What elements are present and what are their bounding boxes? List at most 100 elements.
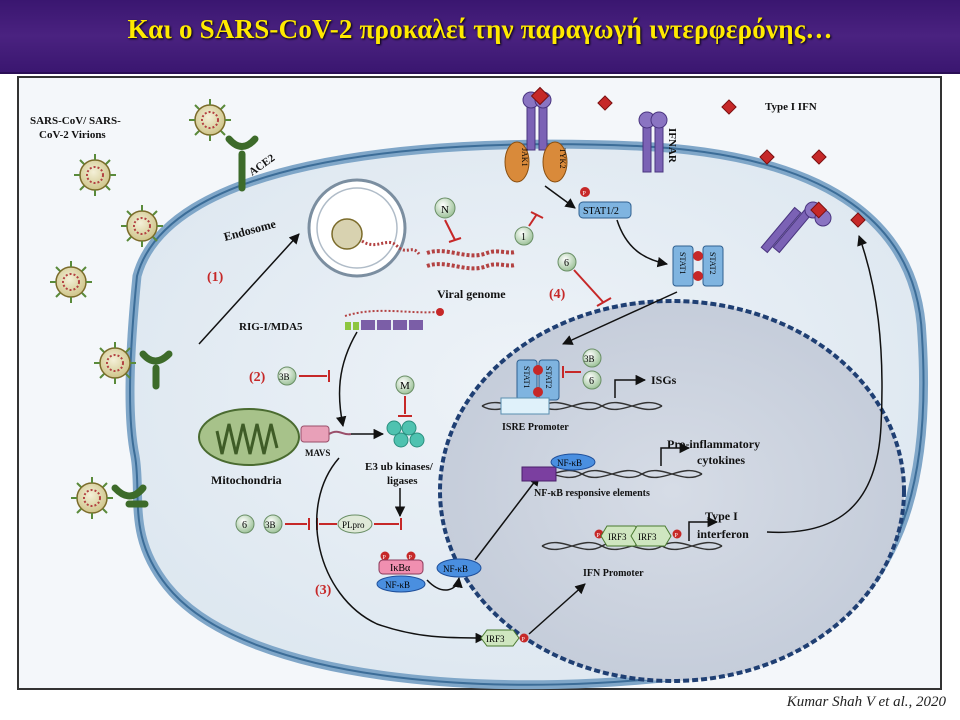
nfkb-label: NF-κB (385, 580, 410, 590)
irf3-nuclear-protein (630, 525, 672, 547)
virion-icon (121, 205, 163, 247)
ifn-promoter-label: IFN Promoter (583, 568, 644, 579)
endosome (307, 178, 421, 278)
stat2-label: STAT2 (708, 252, 717, 274)
proinflam-label: Pro-inflammatory cytokines (667, 437, 763, 467)
irf3-nuclear-label: IRF3 (638, 532, 657, 542)
virions-label-line: SARS-CoV/ SARS- (30, 115, 121, 127)
isre-promoter-box (500, 397, 550, 415)
e3-label: E3 ub kinases/ ligases (365, 461, 436, 487)
p-label: P (583, 191, 587, 197)
type1-interferon-label: Type I interferon (697, 509, 749, 541)
p-label: P (597, 533, 601, 539)
plpro-label: PLpro (342, 520, 365, 530)
protein-3b-label: 3B (584, 354, 595, 364)
protein-6-label: 6 (589, 376, 594, 387)
nfkb-elements-label: NF-κB responsive elements (534, 488, 650, 499)
p-label: P (675, 533, 679, 539)
step-3-label: (3) (315, 583, 332, 598)
e3-complex-icon (386, 420, 425, 448)
irf3-label: IRF3 (486, 634, 505, 644)
ifn-molecule-icon (597, 95, 866, 228)
protein-3b-label: 3B (279, 372, 290, 382)
nfkb-nuclear-protein (550, 453, 596, 471)
ifnar-receptor (760, 201, 832, 254)
stat12-label: STAT1/2 (583, 206, 619, 217)
viral-genome-label: Viral genome (437, 287, 506, 301)
proinflam-label-line: Pro-inflammatory (667, 437, 760, 451)
irf3-protein (480, 629, 520, 647)
pathway-diagram: ACE2 SARS-CoV/ SARS- CoV-2 Virions Endos… (30, 86, 929, 690)
citation: Kumar Shah V et al., 2020 (786, 694, 946, 710)
proinflam-label-line: cytokines (697, 453, 745, 467)
protein-3b-icon (582, 348, 602, 368)
p-label: P (409, 555, 413, 561)
p-label: P (522, 637, 526, 643)
type1-interferon-label-line: interferon (697, 527, 749, 541)
slide-title: Και ο SARS-CoV-2 προκαλεί την παραγωγή ι… (127, 14, 833, 44)
virions-label: SARS-CoV/ SARS- CoV-2 Virions (30, 115, 124, 141)
plpro-icon (337, 514, 373, 534)
tyk2-label: TYK2 (558, 148, 567, 168)
type1-ifn-label: Type I IFN (765, 101, 817, 113)
protein-6-icon (582, 370, 602, 390)
step-2-label: (2) (249, 370, 266, 385)
step-1-label: (1) (207, 270, 224, 285)
rig-label: RIG-I/MDA5 (239, 321, 303, 333)
step-4-label: (4) (549, 287, 566, 302)
stat1-label: STAT1 (522, 366, 531, 388)
m-protein-label: M (400, 380, 410, 392)
protein-3b-icon (277, 366, 297, 386)
e3-label-line: ligases (387, 475, 418, 487)
virion-icon (94, 342, 136, 384)
nfkb-nuclear-label: NF-κB (557, 458, 582, 468)
ifnar-label: IFNAR (666, 128, 678, 164)
nuclear-stat-complex (516, 359, 560, 401)
mavs-label: MAVS (305, 448, 330, 458)
protein-6-icon (235, 514, 255, 534)
title-bar: Και ο SARS-CoV-2 προκαλεί την παραγωγή ι… (0, 0, 960, 74)
mitochondria (198, 408, 300, 466)
ifnar-receptor (522, 86, 552, 151)
type1-interferon-label-line: Type I (705, 509, 738, 523)
rig-i-protein (344, 308, 444, 330)
protein-3b-icon (263, 514, 283, 534)
nfkb-responsive-element-box (521, 466, 557, 482)
ifnar-receptor (638, 111, 668, 173)
virion-icon (74, 154, 116, 196)
e3-label-line: E3 ub kinases/ (365, 461, 434, 473)
jak1-label: JAK1 (520, 148, 529, 167)
mavs-protein (300, 425, 352, 443)
isre-promoter-label: ISRE Promoter (502, 422, 569, 433)
m-protein-icon (395, 375, 415, 395)
ikba-label: IκBα (390, 563, 411, 574)
ace2-receptor-icon (111, 135, 259, 508)
protein-1-label: 1 (521, 232, 526, 243)
nucleus (438, 299, 906, 683)
irf3-nuclear-label: IRF3 (608, 532, 627, 542)
virions-label-line: CoV-2 Virions (39, 129, 106, 141)
n-protein-icon (434, 197, 456, 219)
protein-6-icon (557, 252, 577, 272)
nfkb-free-label: NF-κB (443, 564, 468, 574)
virion-icon (189, 99, 231, 141)
protein-1-icon (514, 226, 534, 246)
jak1-protein (504, 141, 530, 183)
n-protein-label: N (441, 204, 449, 216)
virion-icon (71, 477, 113, 519)
virion-icon (50, 261, 92, 303)
stat1-label: STAT1 (678, 252, 687, 274)
irf3-nuclear-protein (600, 525, 642, 547)
nfkb-protein (376, 575, 426, 593)
mitochondria-label: Mitochondria (211, 473, 282, 487)
p-label: P (383, 555, 387, 561)
protein-6-label: 6 (242, 520, 247, 531)
stat2-label: STAT2 (544, 366, 553, 388)
isgs-label: ISGs (651, 373, 677, 387)
viral-genome (426, 249, 516, 271)
stat-dimer (672, 245, 724, 287)
protein-3b-label: 3B (265, 520, 276, 530)
tyk2-protein (542, 141, 568, 183)
ikba-protein (378, 559, 424, 575)
protein-6-label: 6 (564, 258, 569, 269)
